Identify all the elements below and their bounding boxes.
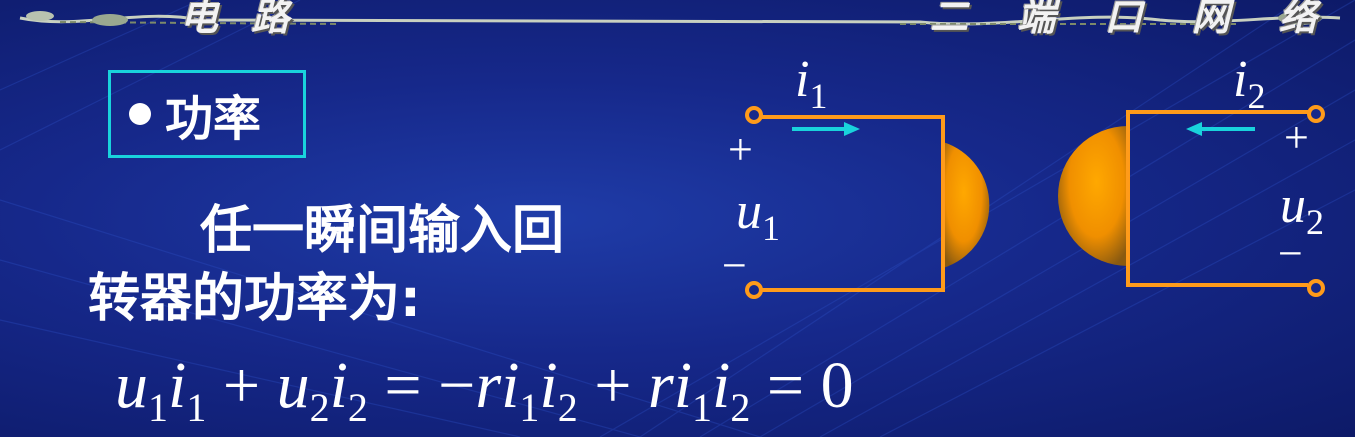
label-i1-symbol: i <box>795 51 810 108</box>
label-u1: u1 <box>736 182 780 249</box>
eq-r: r <box>475 349 502 422</box>
label-plus-left: + <box>728 125 753 174</box>
eq-plus: + <box>222 349 261 422</box>
eq-i: i <box>501 349 520 422</box>
decorative-banner: 电 路 二 端 口 网 络 <box>0 0 1355 39</box>
label-i2: i2 <box>1233 50 1265 117</box>
left-port-wire <box>760 115 945 292</box>
right-top-terminal <box>1307 105 1325 123</box>
eq-sub: 1 <box>519 385 540 430</box>
current-arrow-i1 <box>792 122 860 136</box>
eq-sub: 2 <box>557 385 578 430</box>
label-minus-left: − <box>722 241 747 290</box>
eq-sub: 1 <box>692 385 713 430</box>
eq-zero: 0 <box>820 349 854 422</box>
right-port-wire <box>1126 110 1308 287</box>
eq-plus: + <box>594 349 632 422</box>
section-heading-box: 功率 <box>108 70 306 158</box>
description-line-2: 转器的功率为: <box>88 269 421 329</box>
eq-sub: 2 <box>730 385 751 430</box>
eq-sub: 1 <box>148 385 168 430</box>
left-bottom-terminal <box>745 281 763 299</box>
left-top-terminal <box>745 106 763 124</box>
description-line-1: 任一瞬间输入回 <box>200 201 565 261</box>
eq-r: r <box>648 349 674 422</box>
label-minus-right: − <box>1278 229 1303 278</box>
eq-i: i <box>712 349 731 422</box>
eq-i: i <box>329 349 348 422</box>
label-i1: i1 <box>795 50 827 117</box>
label-i2-subscript: 2 <box>1247 76 1266 116</box>
eq-equals: = <box>766 349 805 422</box>
label-plus-right: + <box>1284 113 1309 162</box>
right-bottom-terminal <box>1307 279 1325 297</box>
label-i2-symbol: i <box>1233 51 1248 108</box>
gyrator-left-half <box>943 142 990 268</box>
eq-equals: = <box>384 349 422 422</box>
eq-i: i <box>168 349 187 422</box>
eq-sub: 2 <box>309 385 330 430</box>
banner-chapter-title: 二 端 口 网 络 <box>930 0 1335 39</box>
banner-vine-ornament <box>19 11 1341 26</box>
eq-minus: − <box>438 349 476 422</box>
eq-sub: 1 <box>186 385 207 430</box>
eq-i: i <box>539 349 558 422</box>
eq-i: i <box>673 349 693 422</box>
eq-u: u <box>115 349 148 422</box>
label-u1-symbol: u <box>736 183 762 240</box>
label-u2-subscript: 2 <box>1306 202 1324 242</box>
gyrator-right-half <box>1058 126 1128 266</box>
banner-course-title: 电 路 <box>180 0 300 39</box>
current-arrow-i2 <box>1186 122 1255 136</box>
bullet-icon <box>129 103 151 125</box>
power-equation: u1i1 + u2i2 = −ri1i2 + ri1i2 = 0 <box>115 348 854 431</box>
label-u2-symbol: u <box>1280 177 1306 234</box>
eq-u: u <box>276 349 310 422</box>
label-u2: u2 <box>1280 176 1324 243</box>
label-i1-subscript: 1 <box>809 76 828 116</box>
label-u1-subscript: 1 <box>762 208 780 248</box>
section-title: 功率 <box>165 91 262 147</box>
eq-sub: 2 <box>347 385 368 430</box>
